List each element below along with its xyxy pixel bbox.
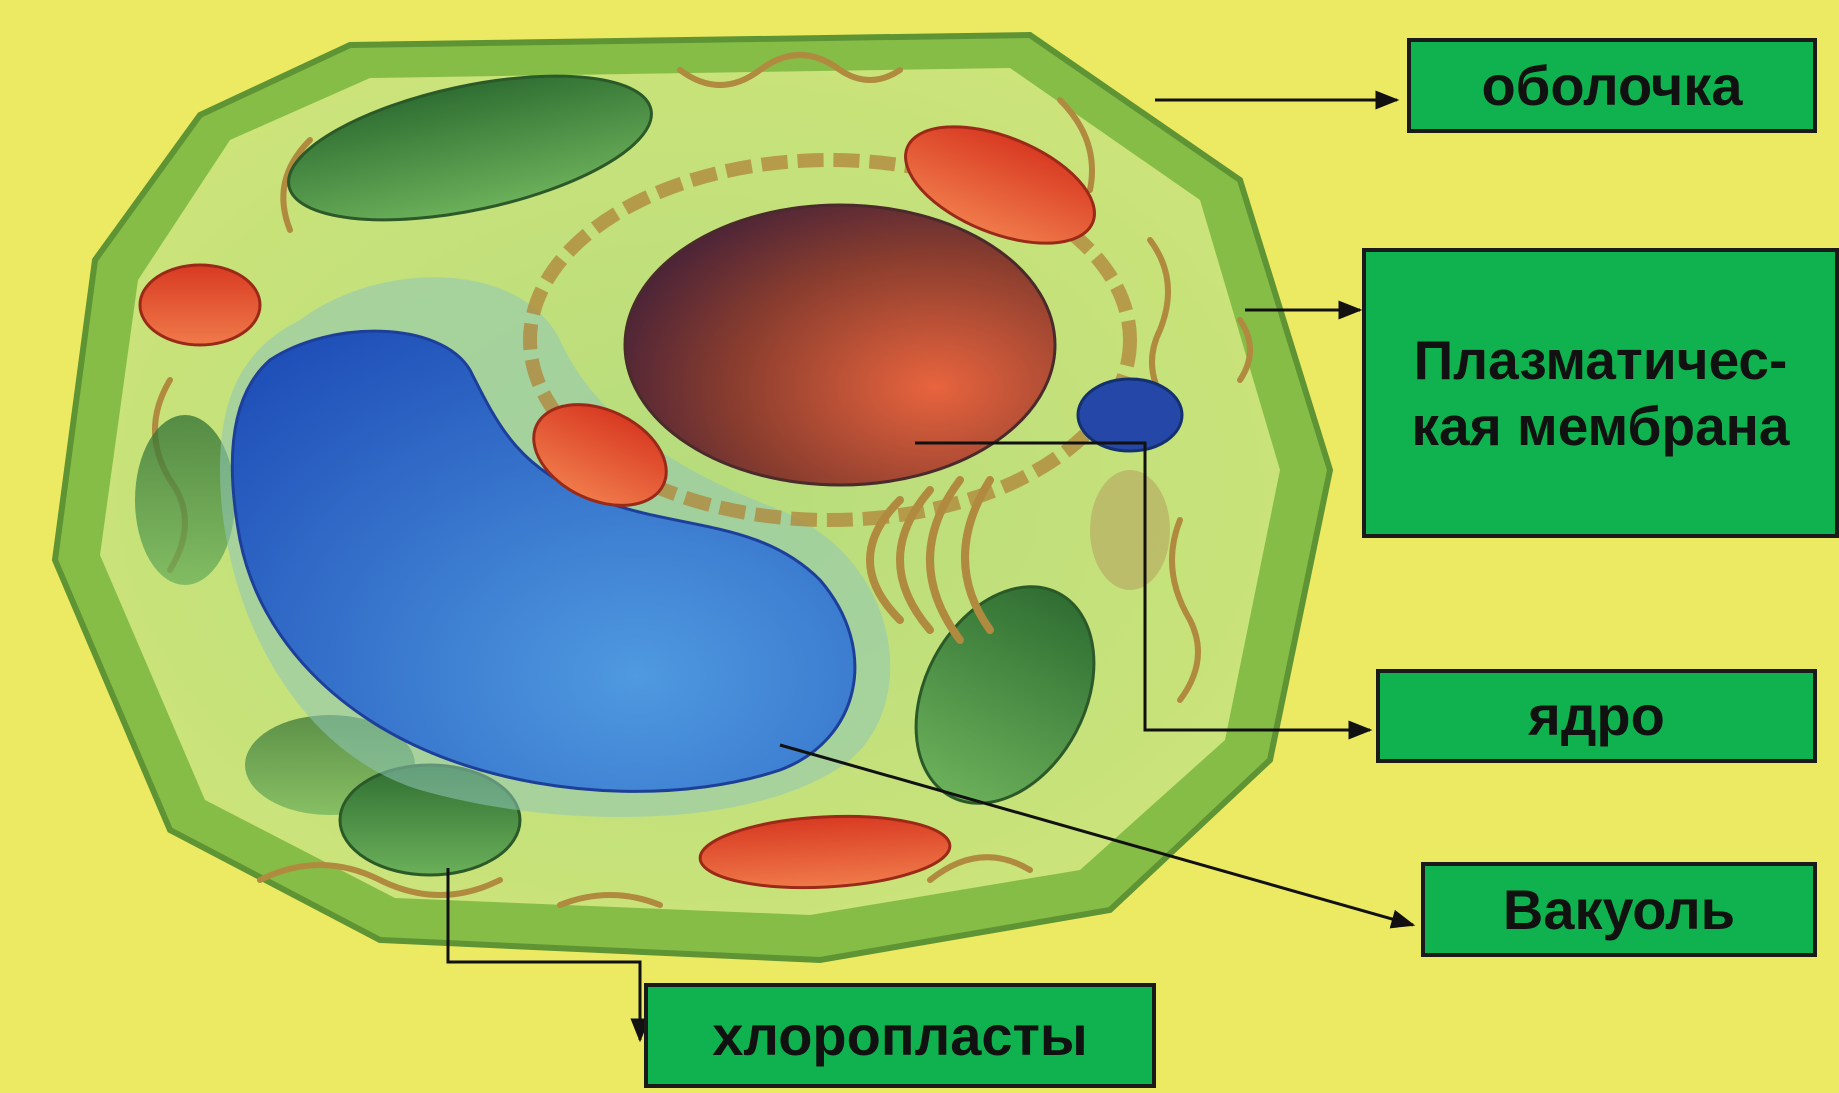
mitochondrion (140, 265, 260, 345)
chloroplast (1090, 470, 1170, 590)
vesicle (1078, 379, 1182, 451)
label-plasma-membrane: Плазматичес- кая мембрана (1362, 248, 1839, 538)
label-vacuole: Вакуоль (1421, 862, 1817, 957)
chloroplast (135, 415, 235, 585)
label-nucleus: ядро (1376, 669, 1817, 763)
label-shell: оболочка (1407, 38, 1817, 133)
label-chloroplasts: хлоропласты (644, 983, 1156, 1088)
